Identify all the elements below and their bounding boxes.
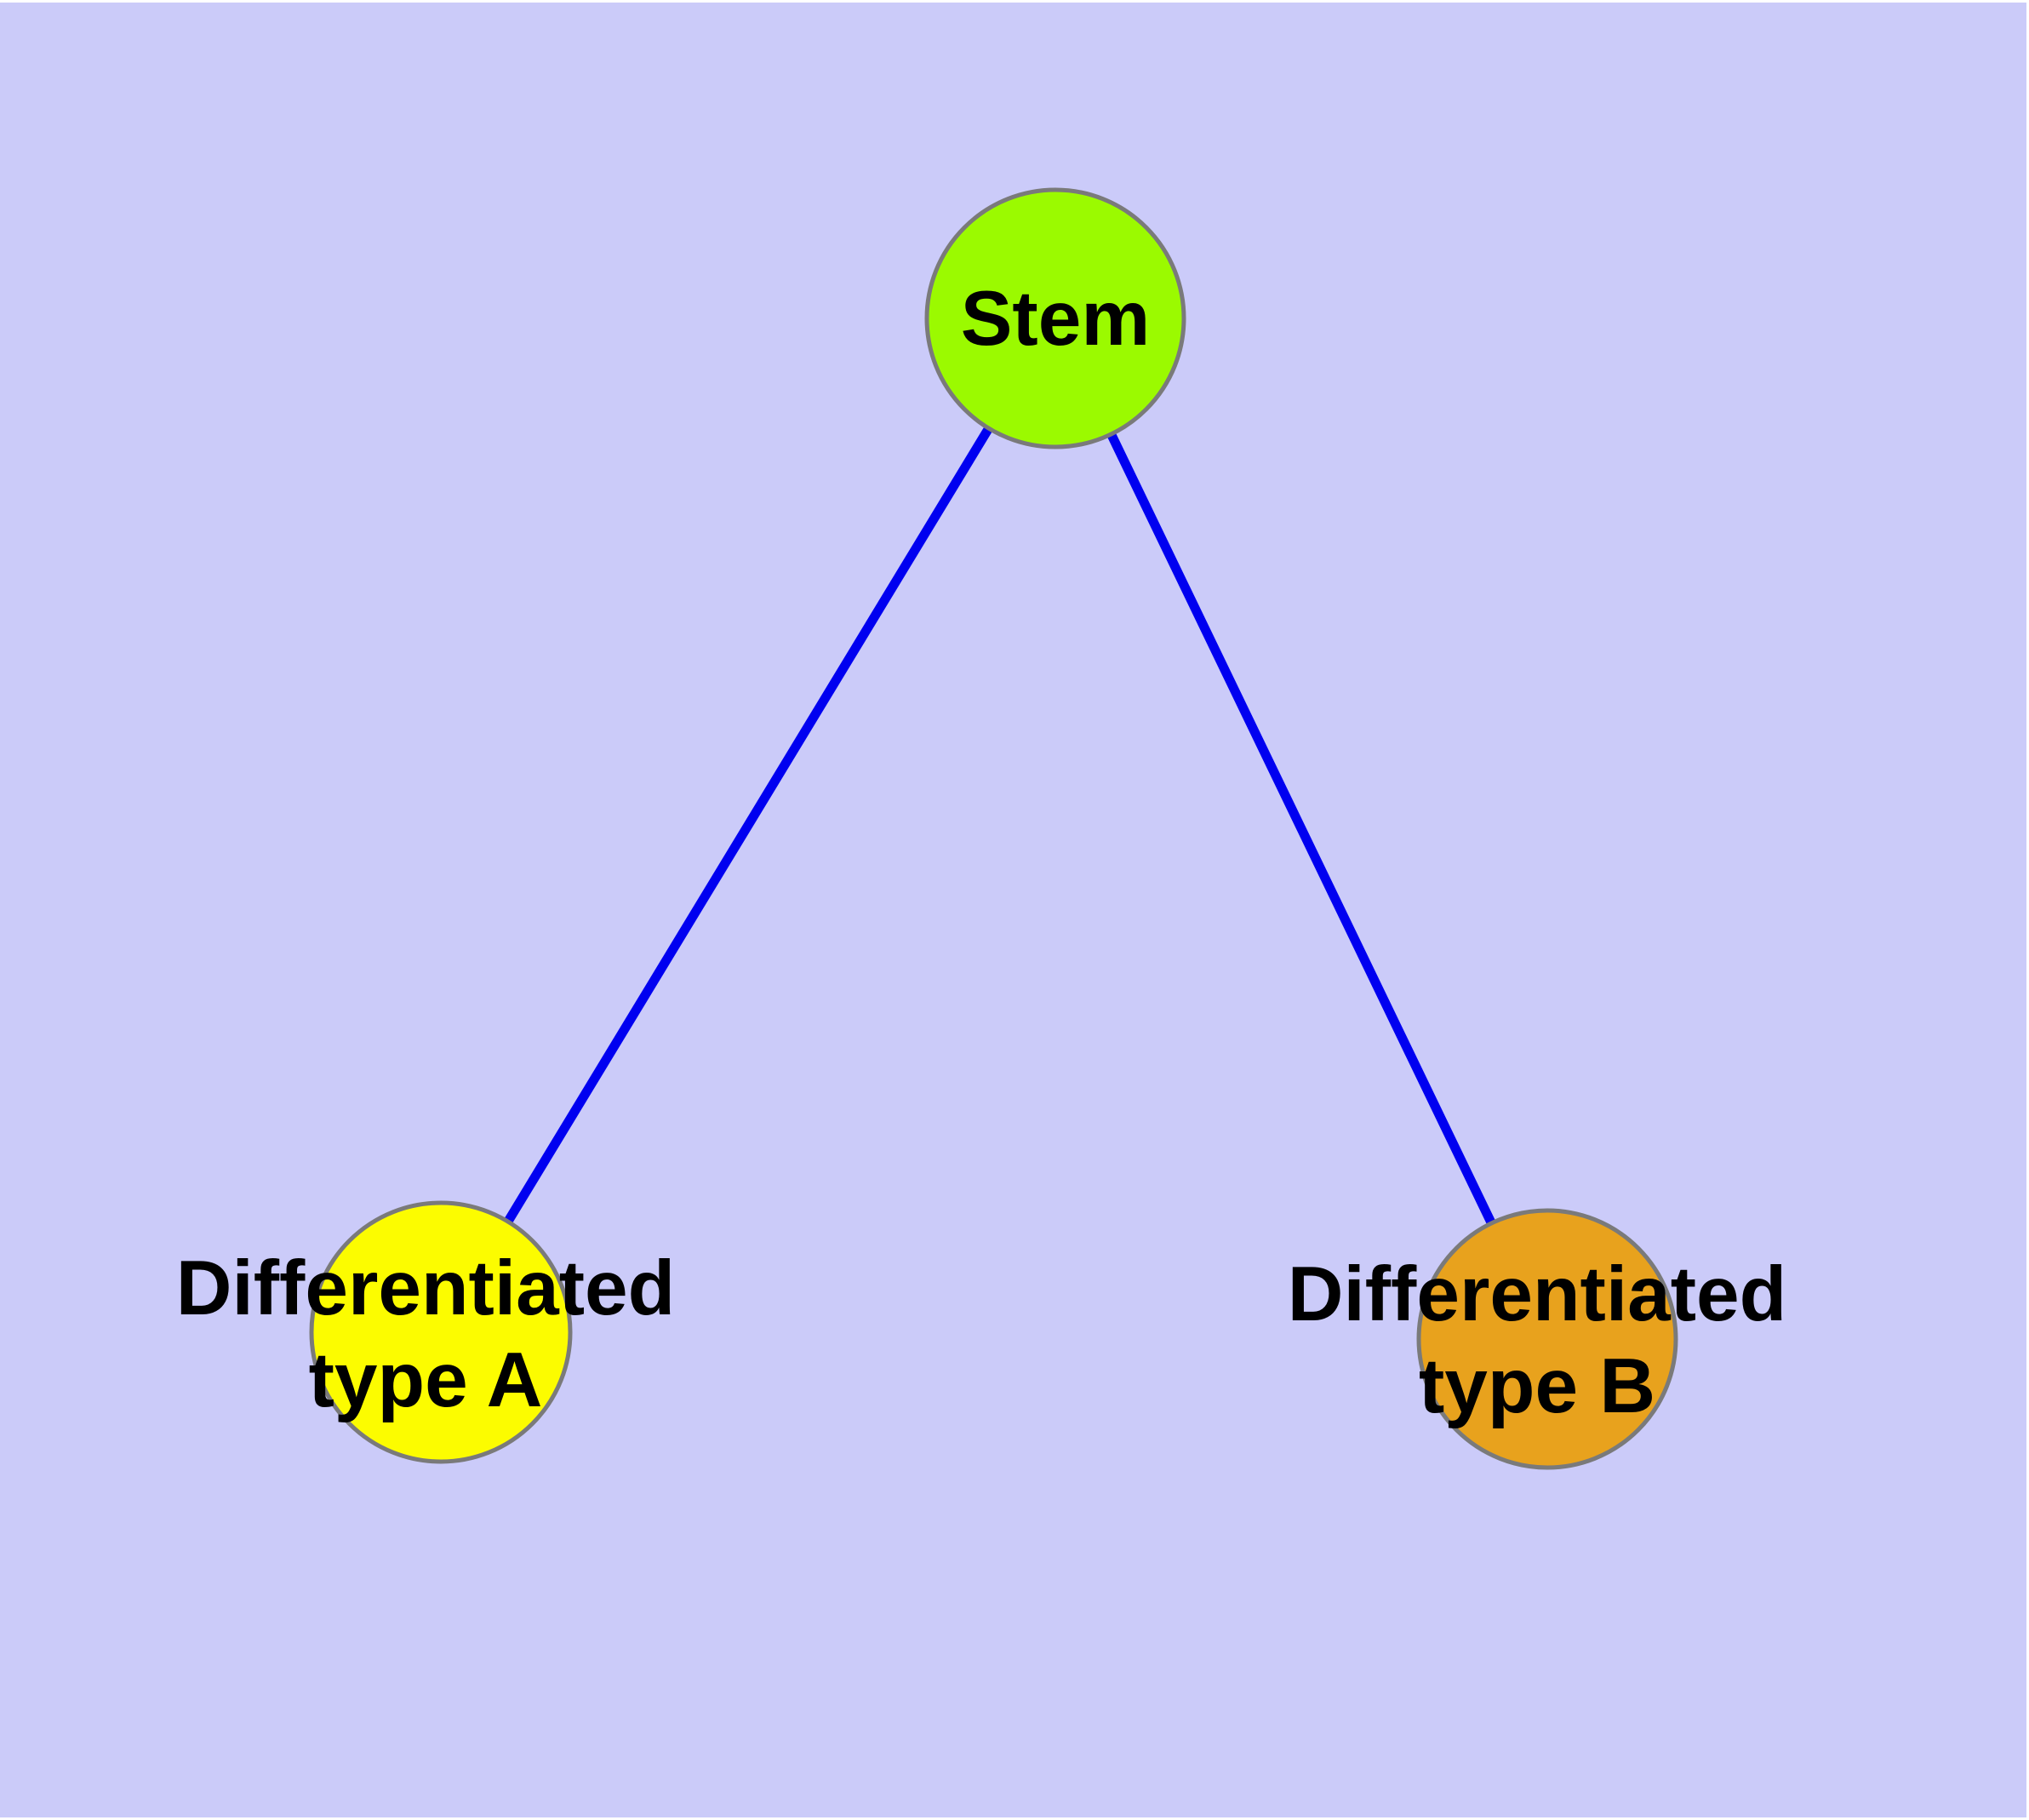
node-stem: [924, 187, 1186, 449]
node-differentiated-type-b: [1416, 1208, 1678, 1470]
node-label-line: Differentiated: [1287, 1251, 1787, 1337]
node-label-differentiated-type-b: Differentiated type B: [1288, 1249, 1787, 1433]
node-differentiated-type-a: [309, 1200, 573, 1464]
node-label-stem: Stem: [961, 273, 1151, 365]
edge-stem-to-type-a: [437, 316, 1060, 1335]
node-label-line: type A: [308, 1337, 543, 1423]
node-label-differentiated-type-a: Differentiated type A: [176, 1243, 676, 1427]
node-label-line: type B: [1418, 1343, 1656, 1429]
node-label-line: Stem: [960, 276, 1151, 362]
edge-stem-to-type-b: [1051, 316, 1552, 1342]
node-label-line: Differentiated: [175, 1245, 676, 1331]
